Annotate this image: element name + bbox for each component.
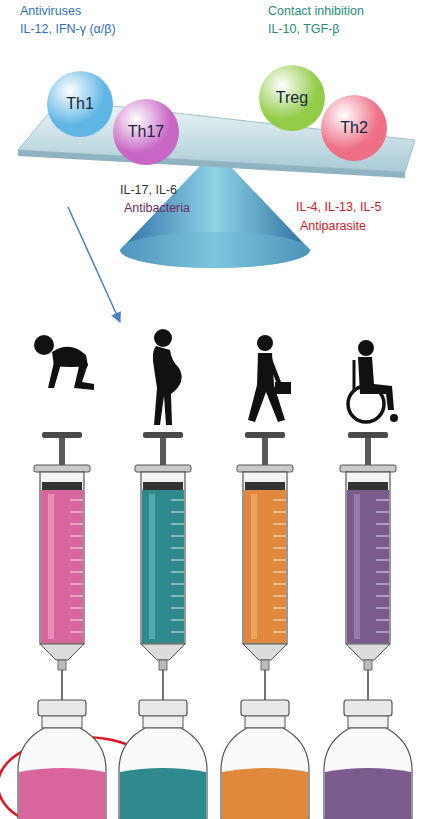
cell-type-name: Th2 [340,119,368,137]
syringe [34,432,90,712]
person-figure [34,335,94,390]
cone-base [120,232,310,268]
cell-type-name: Th1 [66,95,94,113]
vaccine-vial [221,700,309,819]
vaccine-vial [119,700,207,819]
cell-circle: Th2 [321,95,387,161]
syringe [237,432,293,712]
vaccine-vial [18,700,106,819]
cytokine-label: IL-10, TGF-β [268,22,340,37]
cell-circle: Th17 [113,99,179,165]
function-label: Contact inhibition [268,4,364,19]
person-figure [248,335,291,422]
syringe [340,432,396,712]
pointer-arrow [68,207,120,322]
syringe [135,432,191,712]
cytokine-label: Antibacteria [124,201,190,216]
person-figure [153,329,182,425]
cytokine-label: IL-17, IL-6 [120,183,177,198]
cell-circle: Th1 [47,71,113,137]
cytokine-label: IL-12, IFN-γ (α/β) [20,22,116,37]
cell-type-name: Treg [276,89,308,107]
person-figure [348,340,398,422]
vaccine-vial [324,700,412,819]
function-label: Antiviruses [20,4,81,19]
cell-type-name: Th17 [128,123,164,141]
cell-circle: Treg [259,65,325,131]
cytokine-label: Antiparasite [300,219,366,234]
cytokine-label: IL-4, IL-13, IL-5 [296,200,381,215]
